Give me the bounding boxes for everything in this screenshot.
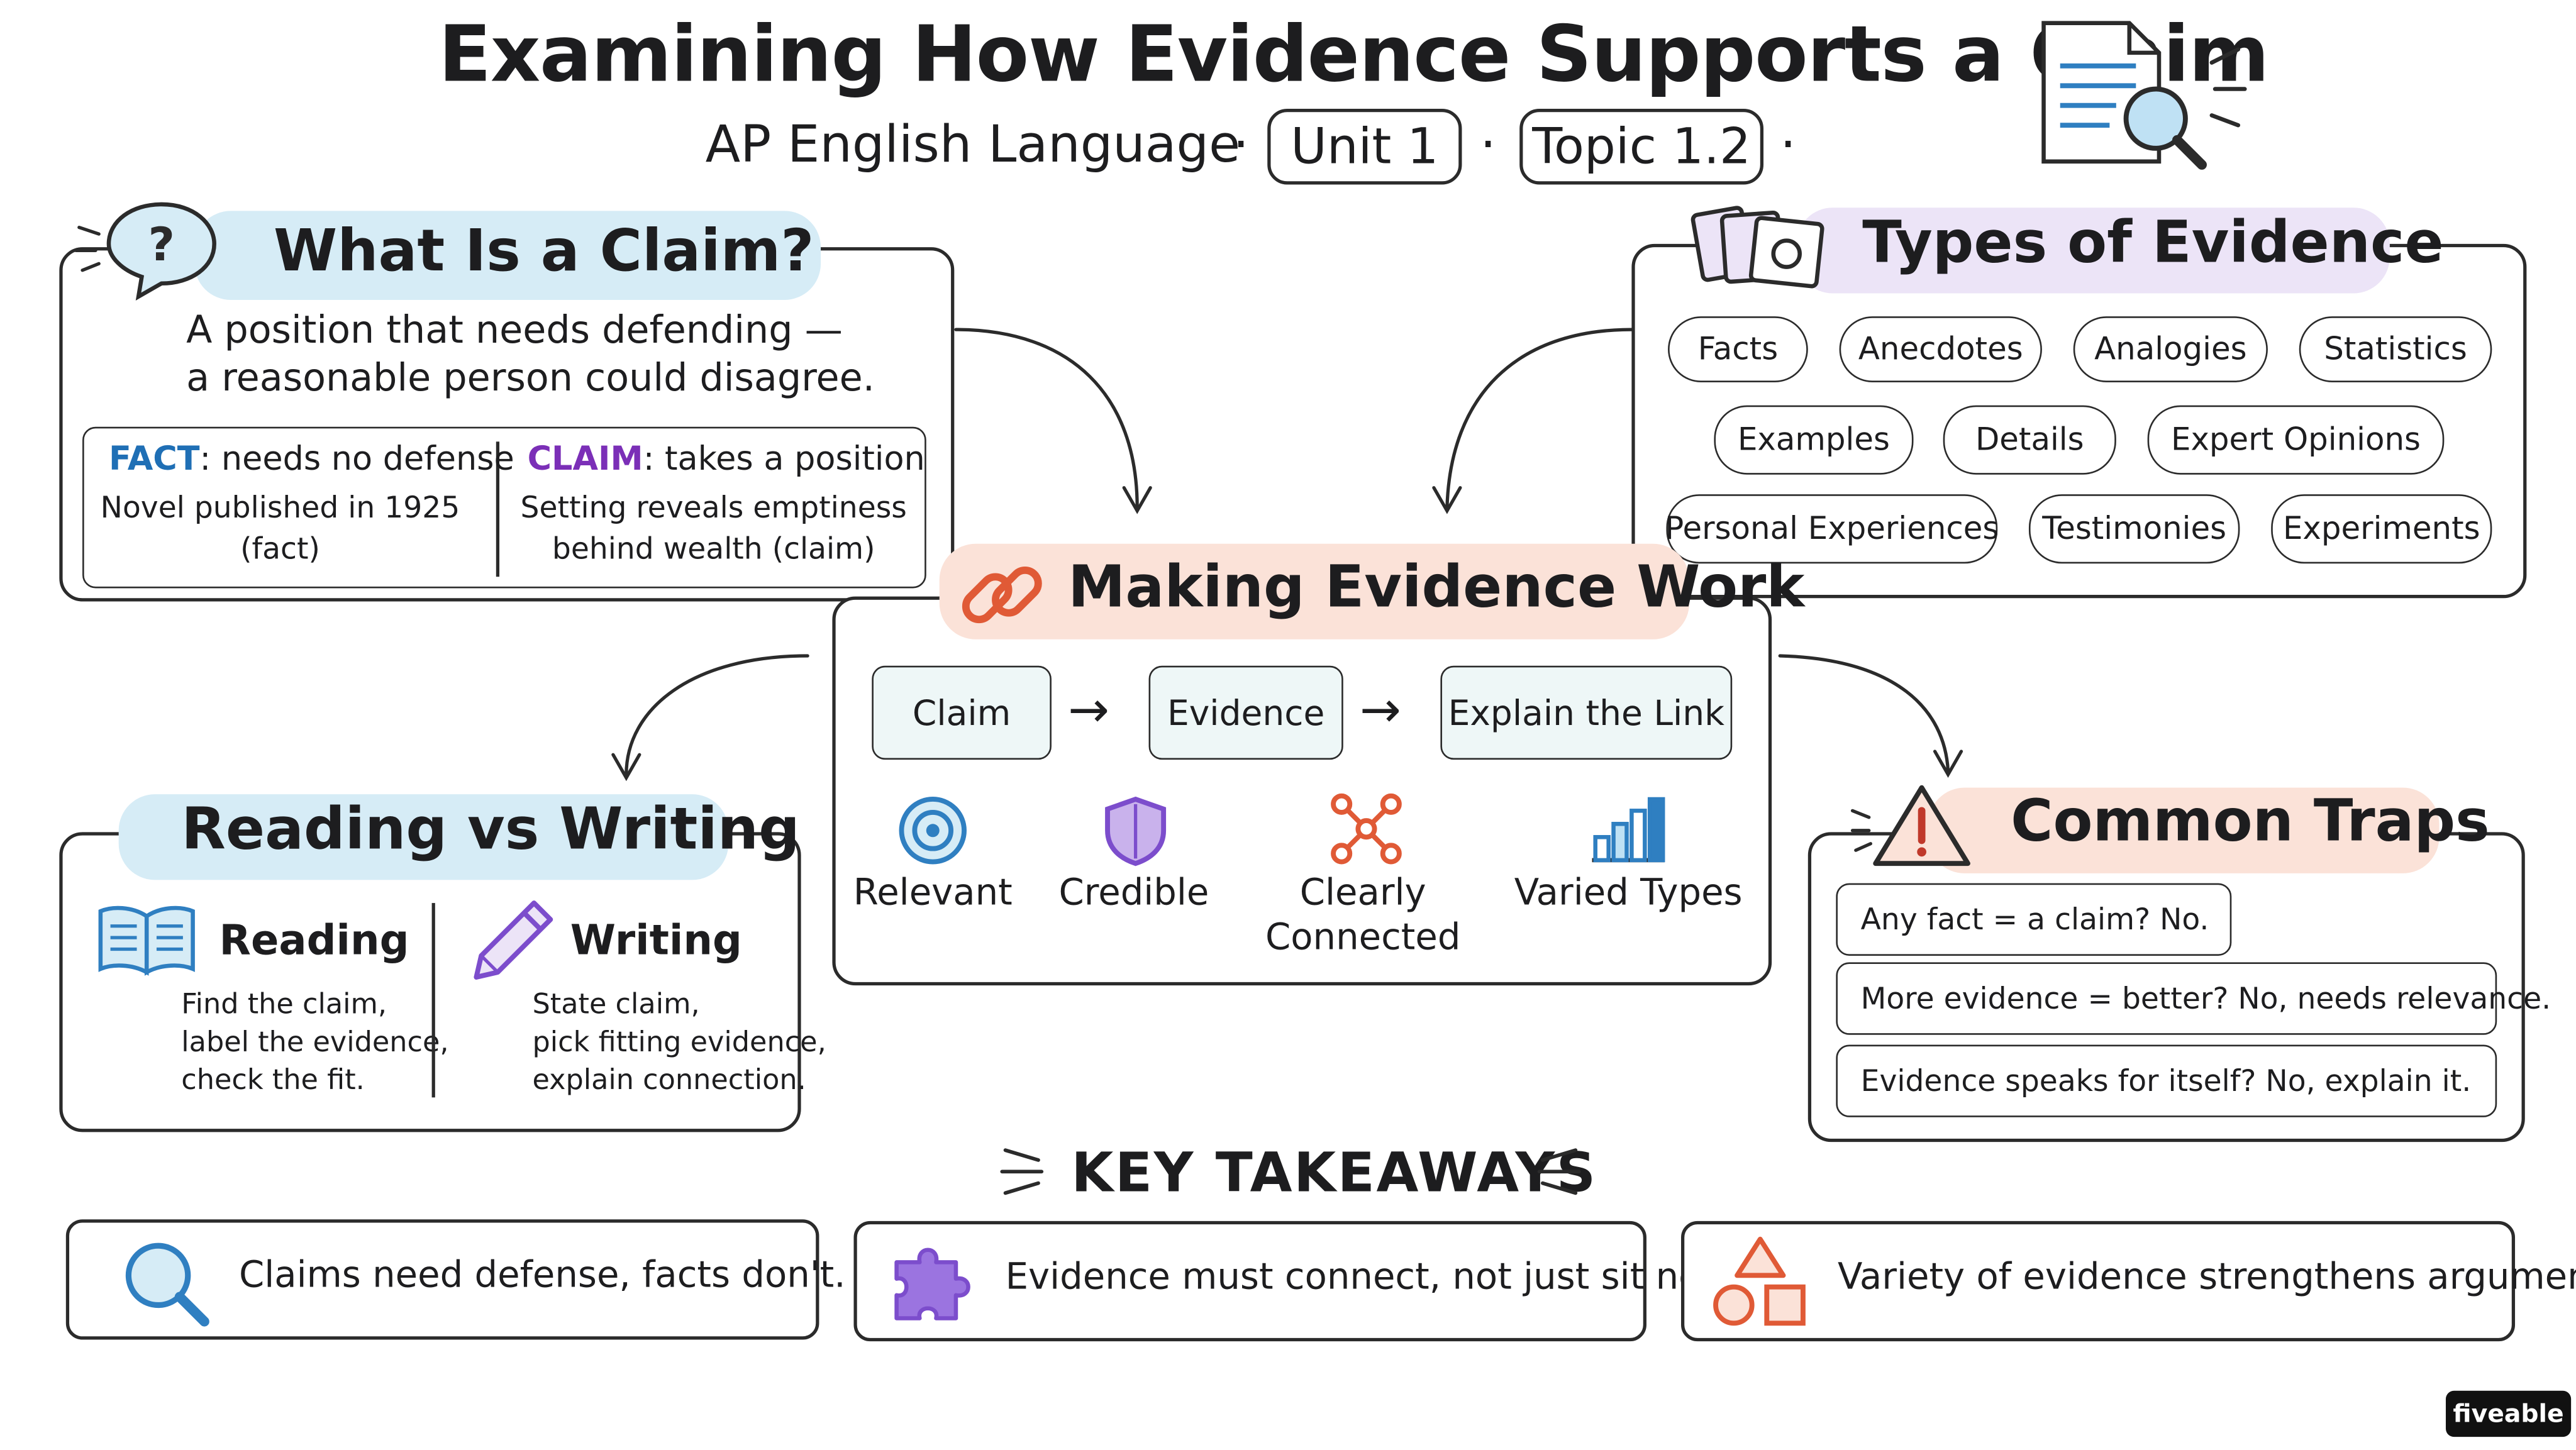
magnifier-icon bbox=[125, 1242, 209, 1327]
pencil-icon bbox=[474, 900, 553, 980]
chain-link-icon bbox=[962, 566, 1042, 624]
evidence-type-analogies: Analogies bbox=[2073, 316, 2268, 382]
takeaways-title: KEY TAKEAWAYS bbox=[1071, 1140, 1597, 1205]
flow-step-claim: Claim bbox=[872, 665, 1052, 760]
quality-clearly-connected-1: Clearly bbox=[1299, 873, 1426, 915]
fact-definition: : needs no defense bbox=[199, 438, 514, 478]
takeaway-text-2: Evidence must connect, not just sit near… bbox=[1005, 1257, 1746, 1299]
reading-writing-divider bbox=[431, 903, 435, 1098]
quality-relevant: Relevant bbox=[853, 873, 1013, 915]
trap-item-1: Any fact = a claim? No. bbox=[1836, 883, 2232, 956]
evidence-type-experiments: Experiments bbox=[2271, 494, 2492, 564]
flow-step-explain-link: Explain the Link bbox=[1440, 665, 1733, 760]
open-book-icon bbox=[98, 905, 195, 976]
topic-badge: Topic 1.2 bbox=[1519, 108, 1764, 185]
fact-heading: FACT: needs no defense bbox=[109, 438, 514, 478]
evidence-type-personal-experiences: Personal Experiences bbox=[1665, 494, 1999, 564]
shield-icon bbox=[1105, 796, 1167, 866]
fact-example-1: Novel published in 1925 bbox=[100, 490, 460, 526]
fact-term: FACT bbox=[108, 438, 200, 478]
takeaway-card-2 bbox=[853, 1220, 1646, 1342]
quality-clearly-connected-2: Connected bbox=[1265, 917, 1461, 960]
flow-step-evidence: Evidence bbox=[1148, 665, 1343, 760]
brand-logo-text: fiveable bbox=[2453, 1398, 2564, 1429]
unit-label: Unit 1 bbox=[1291, 118, 1439, 176]
claim-definition: : takes a position bbox=[643, 438, 925, 478]
comparison-divider bbox=[496, 441, 500, 577]
takeaways-right-marks bbox=[1537, 1148, 1581, 1195]
quality-varied-types: Varied Types bbox=[1514, 873, 1743, 915]
writing-line-2: pick fitting evidence, bbox=[532, 1026, 826, 1060]
photo-cards-icon bbox=[1690, 206, 1824, 289]
takeaway-card-3 bbox=[1681, 1220, 2516, 1342]
separator: · bbox=[1233, 115, 1250, 175]
document-search-icon bbox=[2041, 21, 2247, 170]
evidence-title-highlight bbox=[1796, 208, 2390, 294]
evidence-type-examples: Examples bbox=[1714, 405, 1914, 475]
evidence-type-expert-opinions: Expert Opinions bbox=[2147, 405, 2445, 475]
making-evidence-work-panel bbox=[832, 596, 1772, 986]
claim-example-2: behind wealth (claim) bbox=[552, 532, 875, 567]
reading-line-2: label the evidence, bbox=[181, 1026, 449, 1060]
making-work-title: Making Evidence Work bbox=[1068, 555, 1805, 621]
page-title: Examining How Evidence Supports a Claim bbox=[438, 9, 2269, 101]
network-icon bbox=[1331, 793, 1402, 865]
claim-heading: CLAIM: takes a position bbox=[528, 438, 925, 478]
svg-text:?: ? bbox=[148, 218, 175, 272]
claim-title-highlight bbox=[194, 211, 821, 300]
takeaway-text-1: Claims need defense, facts don't. bbox=[238, 1255, 846, 1297]
claim-definition-line2: a reasonable person could disagree. bbox=[186, 357, 875, 401]
reading-writing-panel bbox=[59, 832, 801, 1132]
warning-triangle-icon bbox=[1850, 785, 1970, 866]
evidence-type-facts: Facts bbox=[1668, 316, 1808, 382]
topic-label: Topic 1.2 bbox=[1532, 118, 1751, 176]
quality-credible: Credible bbox=[1058, 873, 1209, 915]
trap-item-2: More evidence = better? No, needs releva… bbox=[1836, 962, 2551, 1035]
reading-line-1: Find the claim, bbox=[181, 988, 387, 1022]
reading-writing-title: Reading vs Writing bbox=[181, 797, 800, 864]
claim-term: CLAIM bbox=[527, 438, 643, 478]
takeaway-text-3: Variety of evidence strengthens argument… bbox=[1837, 1257, 2576, 1299]
claim-example-1: Setting reveals emptiness bbox=[520, 490, 907, 526]
claim-panel-title: What Is a Claim? bbox=[274, 219, 814, 285]
evidence-type-testimonies: Testimonies bbox=[2028, 494, 2240, 564]
making-work-title-highlight bbox=[939, 543, 1690, 639]
bar-chart-icon bbox=[1592, 797, 1665, 863]
writing-heading: Writing bbox=[570, 916, 742, 965]
flow-arrow: → bbox=[1359, 682, 1401, 740]
separator: · bbox=[1780, 115, 1797, 175]
evidence-type-statistics: Statistics bbox=[2299, 316, 2492, 382]
flow-arrow: → bbox=[1068, 682, 1110, 740]
target-icon bbox=[899, 797, 967, 865]
reading-line-3: check the fit. bbox=[181, 1064, 365, 1098]
reading-heading: Reading bbox=[219, 916, 409, 965]
traps-title-highlight bbox=[1928, 787, 2440, 873]
traps-title: Common Traps bbox=[2011, 789, 2490, 856]
reading-writing-title-highlight bbox=[118, 794, 729, 880]
puzzle-piece-icon bbox=[894, 1248, 970, 1320]
writing-line-1: State claim, bbox=[532, 988, 700, 1022]
evidence-types-title: Types of Evidence bbox=[1862, 211, 2444, 277]
brand-logo: fiveable bbox=[2445, 1390, 2572, 1437]
separator: · bbox=[1480, 115, 1497, 175]
unit-badge: Unit 1 bbox=[1267, 108, 1462, 185]
fact-claim-comparison bbox=[82, 426, 926, 589]
takeaway-card-1 bbox=[65, 1219, 819, 1340]
question-bubble-icon: ? bbox=[74, 202, 216, 301]
course-name: AP English Language bbox=[705, 115, 1241, 175]
writing-line-3: explain connection. bbox=[532, 1064, 806, 1098]
trap-item-3: Evidence speaks for itself? No, explain … bbox=[1836, 1044, 2497, 1117]
takeaways-left-marks bbox=[1000, 1148, 1044, 1195]
evidence-type-anecdotes: Anecdotes bbox=[1839, 316, 2042, 382]
evidence-type-details: Details bbox=[1943, 405, 2116, 475]
claim-definition-line1: A position that needs defending — bbox=[186, 309, 843, 353]
shapes-icon bbox=[1713, 1236, 1806, 1326]
fact-example-2: (fact) bbox=[240, 532, 320, 567]
